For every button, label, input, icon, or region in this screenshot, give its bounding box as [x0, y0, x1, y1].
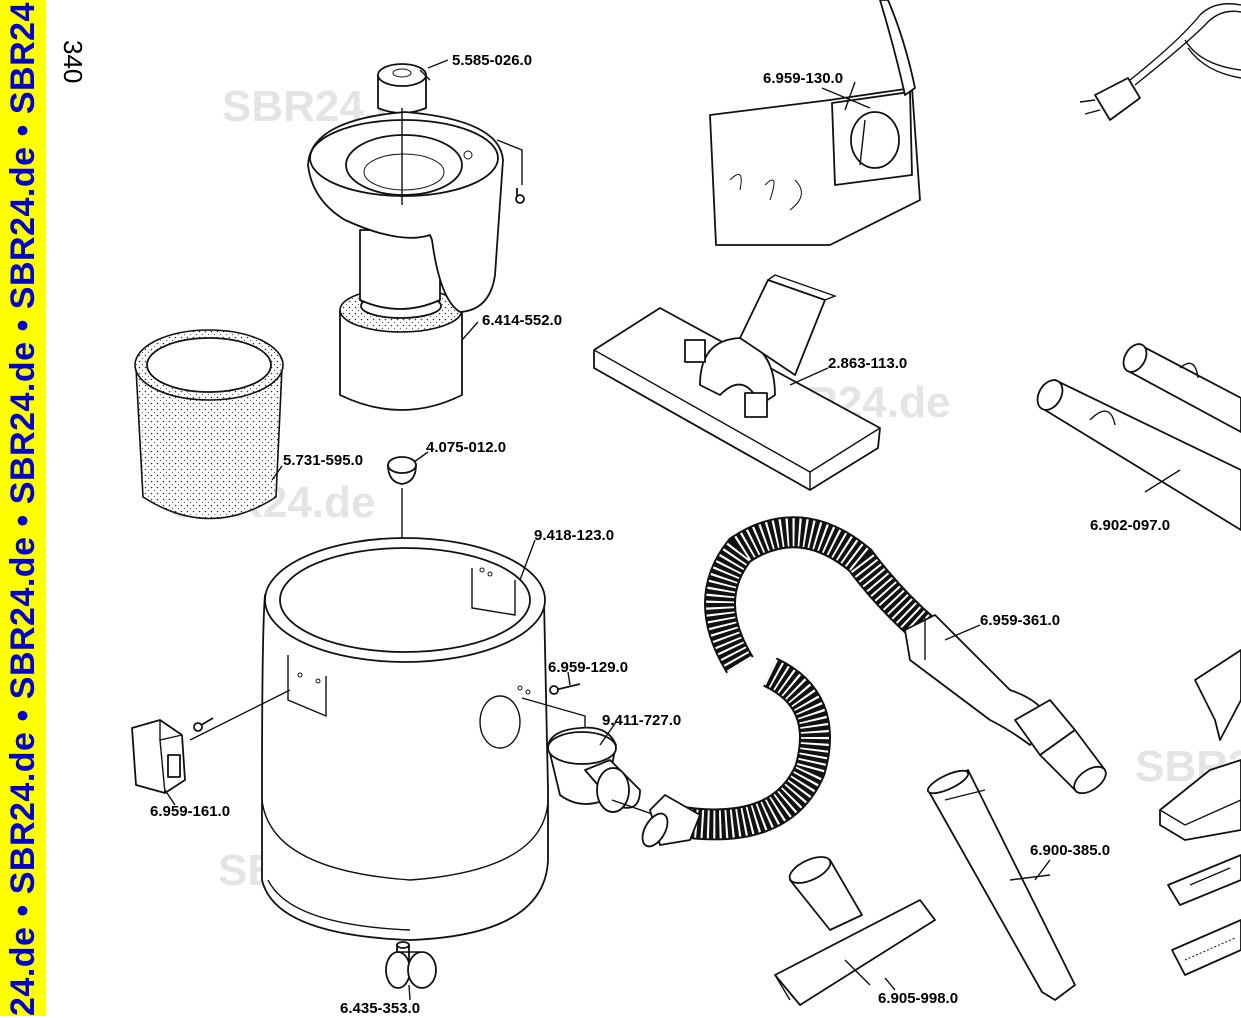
- part-label-hose-inlet-connector: 9.411-727.0: [602, 712, 682, 729]
- filter-bag-drawing: [709, 0, 921, 246]
- part-label-float-ball: 4.075-012.0: [426, 439, 507, 456]
- crevice-nozzle-drawing: [926, 769, 1076, 1001]
- filter-cap-drawing: [377, 63, 431, 114]
- extension-tubes-drawing: [1036, 343, 1241, 531]
- part-label-upholstery-nozzle: 6.905-998.0: [878, 990, 959, 1007]
- suction-hose-drawing: [641, 516, 1107, 848]
- inlet-connector-drawing: [521, 683, 656, 816]
- power-cord-drawing: [1079, 3, 1241, 121]
- part-label-cartridge-filter: 6.414-552.0: [482, 312, 563, 329]
- part-label-floor-nozzle: 2.863-113.0: [828, 355, 908, 372]
- foam-filter-drawing: [134, 329, 284, 520]
- upholstery-nozzle-drawing: [774, 856, 936, 1006]
- container-drawing: [261, 537, 549, 941]
- part-label-latch-clip: 6.959-161.0: [150, 803, 231, 820]
- part-label-foam-filter: 5.731-595.0: [283, 452, 364, 469]
- part-label-suction-hose: 6.959-361.0: [980, 612, 1061, 629]
- cartridge-filter-drawing: [307, 108, 525, 411]
- leader-lines: [164, 59, 1051, 1001]
- latch-clip-drawing: [131, 689, 291, 794]
- part-label-crevice-nozzle: 6.900-385.0: [1030, 842, 1111, 859]
- part-label-filter-bag: 6.959-130.0: [763, 70, 844, 87]
- part-label-extension-tubes: 6.902-097.0: [1090, 517, 1171, 534]
- right-edge-accessories-drawing: [1159, 649, 1241, 976]
- floor-nozzle-drawing: [593, 274, 881, 491]
- part-label-screw: 6.959-129.0: [548, 659, 629, 676]
- caster-wheel-drawing: [385, 941, 437, 989]
- part-label-caster-wheel: 6.435-353.0: [340, 1000, 421, 1017]
- watermark-sidebar: 24.de • SBR24.de • SBR24.de • SBR24.de •…: [0, 0, 46, 1016]
- part-label-filter-cap: 5.585-026.0: [452, 52, 533, 69]
- part-label-container: 9.418-123.0: [534, 527, 615, 544]
